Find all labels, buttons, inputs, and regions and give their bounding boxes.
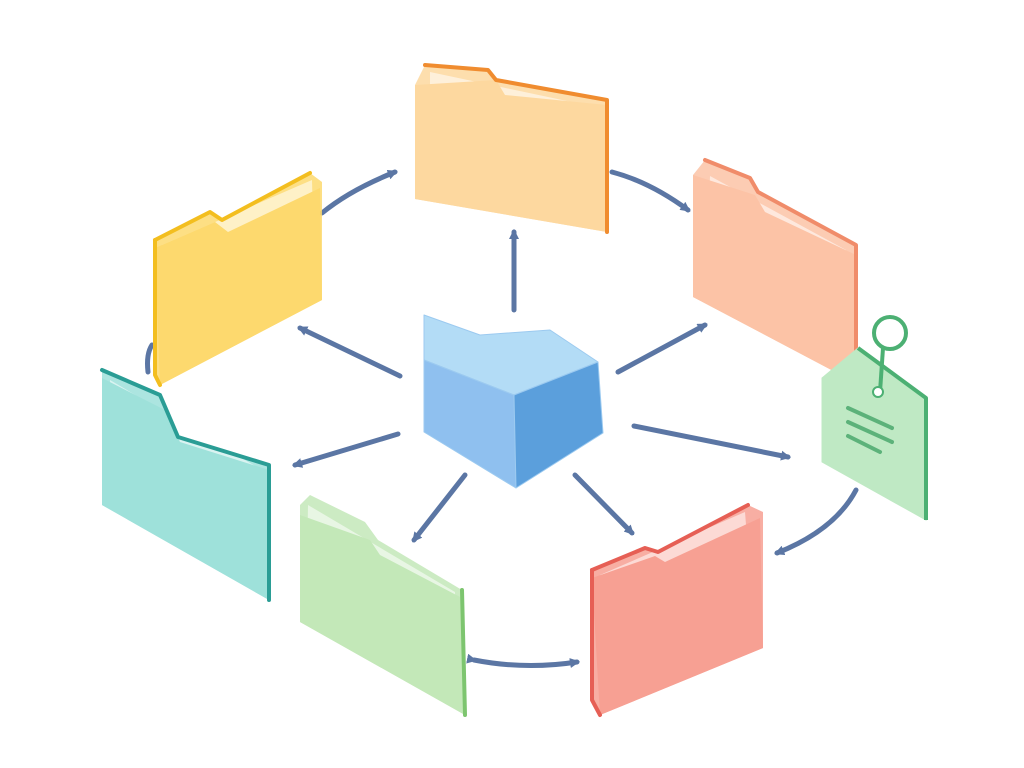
folder-upper-right	[693, 158, 858, 385]
ring-arrows	[145, 169, 859, 669]
ring-arrow-bottom-double	[466, 653, 580, 669]
folder-bottom-left	[300, 495, 467, 717]
folders	[100, 63, 858, 717]
ring-arrow-left-to-upperleft	[145, 342, 155, 375]
ring-arrow-tag-to-lowerright	[774, 487, 859, 556]
radial-arrow-to-bottomleft	[411, 472, 468, 543]
folder-lower-right	[590, 503, 763, 717]
radial-arrow-to-tag	[631, 423, 791, 461]
center-cube-icon	[423, 314, 604, 489]
folder-upper-left	[153, 171, 322, 387]
radial-arrows	[292, 229, 791, 543]
document-tag-icon	[821, 315, 928, 521]
folder-top	[415, 63, 609, 234]
radial-arrow-to-upperright	[615, 322, 708, 375]
radial-arrow-to-upperleft	[297, 325, 403, 379]
cube-right-face	[513, 361, 604, 489]
folder-left	[100, 368, 271, 602]
ring-arrow-top-to-upperright	[609, 169, 691, 213]
ring-arrow-upperleft-to-top	[319, 169, 398, 216]
radial-arrow-to-left	[292, 431, 401, 468]
radial-arrow-to-lowerright	[572, 472, 635, 536]
